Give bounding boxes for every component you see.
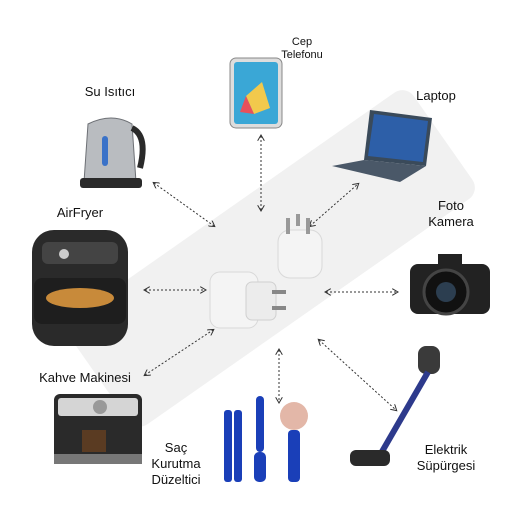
label-coffee: Kahve Makinesi xyxy=(39,370,131,385)
label-kettle: Su Isıtıcı xyxy=(84,84,136,99)
mobile-phone-icon xyxy=(229,57,283,129)
smart-plug-icon xyxy=(209,271,286,329)
label-phone-line1: Cep xyxy=(291,36,313,48)
label-phone: Cep Telefonu xyxy=(264,36,340,62)
label-phone-line2: Telefonu xyxy=(281,49,323,61)
label-vacuum-line1: Elektrik xyxy=(424,442,468,457)
label-camera: Foto Kamera xyxy=(414,198,488,230)
label-airfryer: AirFryer xyxy=(56,205,104,220)
arrow-kettle xyxy=(154,183,214,226)
vacuum-cleaner-icon xyxy=(350,346,440,466)
label-hair-line2: Kurutma xyxy=(151,456,201,471)
label-hair-line1: Saç xyxy=(164,440,188,455)
arrow-coffee xyxy=(145,330,213,375)
kettle-icon xyxy=(80,117,146,188)
arrow-laptop xyxy=(310,184,358,226)
laptop-icon xyxy=(332,110,432,182)
label-laptop: Laptop xyxy=(416,88,456,103)
hair-tools-icon xyxy=(224,396,308,482)
arrow-vacuum xyxy=(319,340,396,410)
label-hair: Saç Kurutma Düzeltici xyxy=(134,440,218,488)
smart-plug-back-icon xyxy=(277,214,323,279)
label-vacuum-line2: Süpürgesi xyxy=(416,458,476,473)
camera-icon xyxy=(410,254,490,316)
label-vacuum: Elektrik Süpürgesi xyxy=(404,442,488,474)
label-hair-line3: Düzeltici xyxy=(151,472,201,487)
label-camera-line1: Foto xyxy=(437,198,464,213)
air-fryer-icon xyxy=(32,230,128,346)
coffee-machine-icon xyxy=(54,394,142,464)
label-camera-line2: Kamera xyxy=(428,214,474,229)
